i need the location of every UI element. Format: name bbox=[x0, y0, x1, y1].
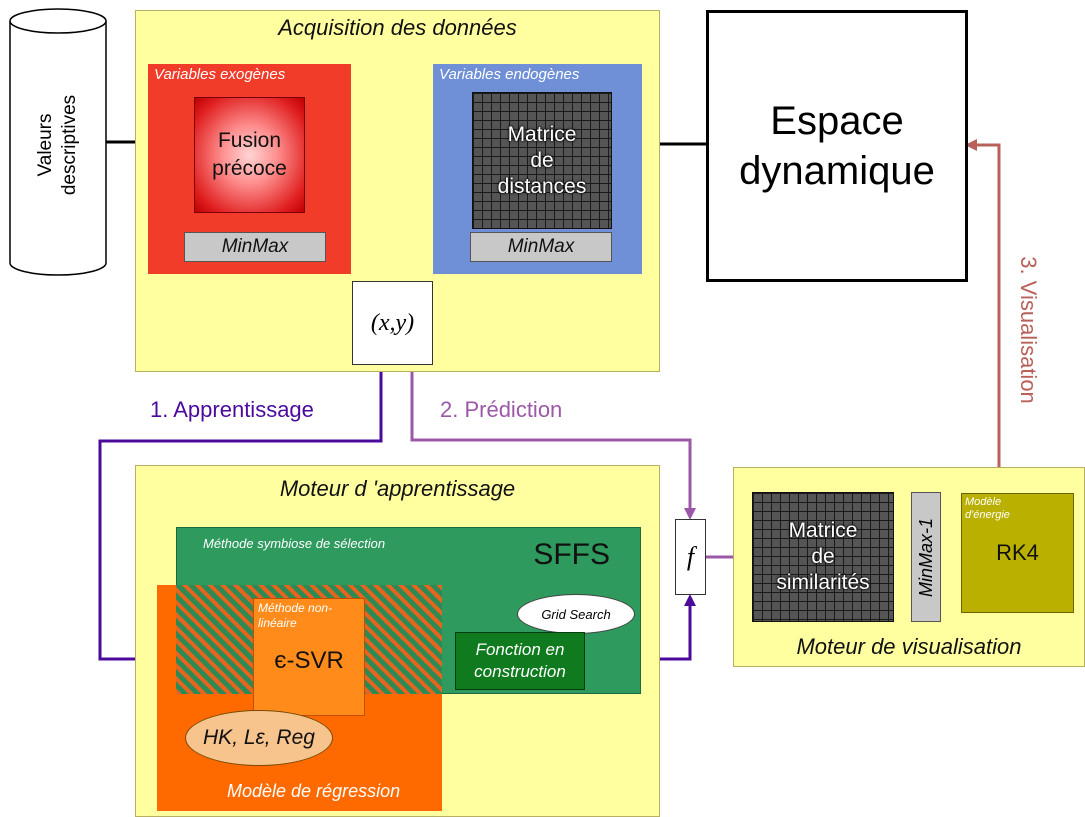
sffs-label: SFFS bbox=[533, 538, 610, 571]
matrice-distances-grid: Matrice de distances bbox=[472, 92, 612, 229]
moteur-visualisation-title: Moteur de visualisation bbox=[796, 634, 1022, 659]
minmax-endogenes: MinMax bbox=[470, 232, 612, 262]
espace-line1: Espace bbox=[770, 99, 904, 143]
matrice-distances-line3: distances bbox=[497, 174, 587, 198]
fusion-precoce-box: Fusion précoce bbox=[194, 97, 305, 213]
grid-search-ellipse: Grid Search bbox=[517, 594, 635, 634]
xy-box: (x,y) bbox=[352, 281, 433, 365]
matrice-similarites-line1: Matrice bbox=[788, 519, 858, 542]
rk4-box: Modèle d'énergie RK4 bbox=[961, 493, 1074, 613]
endogenes-label: Variables endogènes bbox=[439, 66, 580, 83]
fusion-line1: Fusion bbox=[217, 129, 282, 152]
parameters-ellipse: HK, Lε, Reg bbox=[185, 710, 333, 766]
arrow-prediction bbox=[410, 365, 696, 520]
energie-line1: Modèle bbox=[965, 496, 1002, 508]
rk4-label: RK4 bbox=[996, 540, 1039, 565]
minmax-exogenes: MinMax bbox=[184, 232, 326, 262]
matrice-distances-line2: de bbox=[530, 148, 554, 172]
f-box: f bbox=[675, 519, 706, 595]
espace-line2: dynamique bbox=[739, 149, 935, 193]
energie-label: Modèle d'énergie bbox=[965, 496, 1010, 522]
database-label: Valeurs descriptives bbox=[8, 20, 108, 270]
non-lineaire-line2: linéaire bbox=[258, 616, 297, 630]
fusion-line2: précoce bbox=[212, 157, 287, 180]
fonction-construction-box: Fonction en construction bbox=[455, 632, 585, 690]
svr-label: є-SVR bbox=[274, 647, 344, 674]
label-visualisation-wrap: 3. Visualisation bbox=[1008, 230, 1048, 430]
label-apprentissage: 1. Apprentissage bbox=[150, 397, 314, 422]
database-cylinder bbox=[9, 8, 107, 276]
exogenes-label: Variables exogènes bbox=[154, 66, 286, 83]
matrice-similarites-line3: similarités bbox=[776, 571, 870, 594]
minmax-inverse-box: MinMax-1 bbox=[911, 492, 941, 622]
minmax-inverse-label: MinMax-1 bbox=[915, 517, 936, 597]
acquisition-title: Acquisition des données bbox=[278, 15, 517, 40]
non-lineaire-label: Méthode non- linéaire bbox=[258, 601, 332, 631]
non-lineaire-line1: Méthode non- bbox=[258, 601, 333, 615]
espace-dynamique-box: Espace dynamique bbox=[706, 10, 968, 282]
arrow-visualisation bbox=[965, 139, 1001, 493]
symbiose-label: Méthode symbiose de sélection bbox=[203, 536, 386, 551]
energie-line2: d'énergie bbox=[965, 509, 1010, 521]
matrice-similarites-grid: Matrice de similarités bbox=[752, 492, 894, 622]
fonction-line1: Fonction en bbox=[475, 640, 565, 659]
modele-regression-label: Modèle de régression bbox=[227, 781, 401, 801]
fonction-line2: construction bbox=[474, 662, 566, 681]
moteur-apprentissage-title: Moteur d 'apprentissage bbox=[279, 476, 516, 501]
database-label-line1: Valeurs bbox=[35, 113, 57, 177]
label-prediction: 2. Prédiction bbox=[440, 397, 563, 422]
svr-box: Méthode non- linéaire є-SVR bbox=[253, 598, 365, 716]
label-visualisation: 3. Visualisation bbox=[1016, 256, 1042, 404]
matrice-distances-line1: Matrice bbox=[507, 122, 577, 146]
database-label-line2: descriptives bbox=[59, 94, 81, 196]
matrice-similarites-line2: de bbox=[811, 545, 835, 568]
